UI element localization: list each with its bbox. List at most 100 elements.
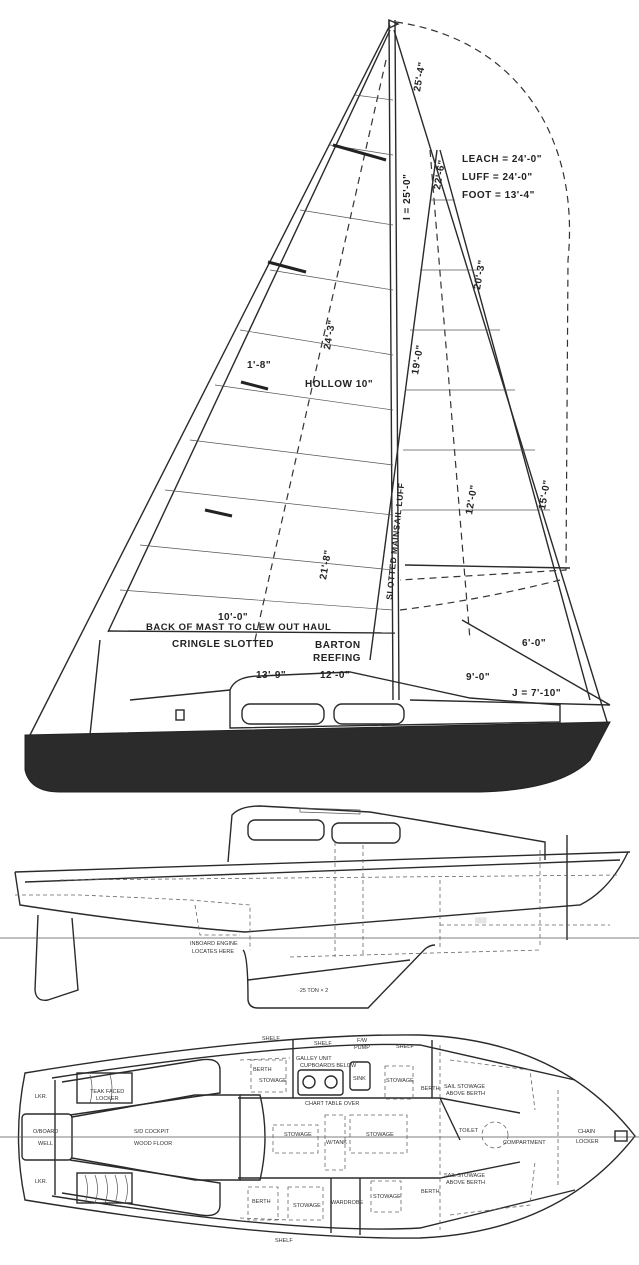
chain-label-2: LOCKER [576, 1139, 599, 1145]
teak-locker-bottom [76, 1172, 133, 1204]
sail-bot-2: ABOVE BERTH [446, 1180, 485, 1186]
berth-label-bl: BERTH [252, 1199, 271, 1205]
pump-label-1: F/W [357, 1038, 368, 1044]
cockpit-seats [54, 1058, 221, 1217]
boom [107, 630, 396, 634]
sink [349, 1061, 371, 1091]
cockpit-floor [71, 1094, 241, 1181]
deck-line [14, 851, 631, 873]
jib-luff [369, 149, 438, 661]
inner-outline [51, 1043, 576, 1230]
burner-1 [302, 1075, 316, 1089]
lkr-bottom: LKR. [35, 1179, 48, 1185]
bilge-keel [242, 944, 436, 1009]
dim-13-9: 13'-9" [256, 670, 286, 681]
dim-10-0: 10'-0" [218, 612, 248, 623]
window-aft [241, 703, 325, 725]
berth-label-tl: BERTH [253, 1067, 272, 1073]
burner-2 [324, 1075, 338, 1089]
sink-label: SINK [353, 1076, 366, 1082]
dim-9-0: 9'-0" [466, 672, 490, 683]
galley-label-2: CUPBOARDS BELOW [300, 1063, 357, 1069]
keel-line [247, 959, 411, 981]
back-of-mast-label: BACK OF MAST TO CLEW OUT HAUL [146, 622, 331, 633]
cabin-sail-plan [229, 671, 561, 729]
dim-24-3: 24'-3" [322, 319, 338, 351]
chain-label-1: CHAIN [578, 1129, 595, 1135]
mast-pennant [388, 18, 400, 30]
sail-top-1: SAIL STOWAGE [444, 1084, 485, 1090]
sail-top-2: ABOVE BERTH [446, 1091, 485, 1097]
sail-bot-1: SAIL STOWAGE [444, 1173, 485, 1179]
cabin-grab [299, 807, 361, 815]
winch [175, 709, 185, 721]
jib-dim [429, 149, 471, 641]
jib-foot [409, 619, 611, 706]
hull-bottom [14, 851, 629, 933]
oboard-label-1: O/BOARD [33, 1129, 58, 1135]
forestay [393, 29, 609, 726]
stowage-label-cl: STOWAGE [284, 1132, 312, 1138]
cockpit-label-2: WOOD FLOOR [134, 1141, 172, 1147]
interior-dashes [15, 842, 621, 958]
berth-label-tr: BERTH [421, 1086, 440, 1092]
compartment-label: COMPARTMENT [503, 1140, 546, 1146]
hull-outline [17, 1034, 636, 1239]
accommodation-plan: LKR. LKR. O/BOARD WELL TEAK FACED LOCKER… [0, 1034, 639, 1244]
wood-grain [84, 1074, 128, 1204]
cockpit-coaming [89, 639, 231, 736]
teak-label-2: LOCKER [96, 1096, 119, 1102]
lkr-top: LKR. [35, 1094, 48, 1100]
chart-table-label: CHART TABLE OVER [305, 1101, 359, 1107]
bridge-deck [240, 1094, 266, 1181]
luff-label: LUFF = 24'-0" [462, 172, 533, 183]
sail-plan: LEACH = 24'-0" LUFF = 24'-0" FOOT = 13'-… [24, 18, 611, 793]
shelf-label-1: SHELF [262, 1036, 280, 1042]
stowage-label-tl: STOWAGE [259, 1078, 287, 1084]
engine-label-1: INBOARD ENGINE [190, 941, 238, 947]
dim-20-3: 20'-3" [472, 259, 488, 291]
genoa-foot [404, 564, 571, 569]
dim-12-0: 12'-0" [320, 670, 350, 681]
hull-sail-plan [24, 721, 611, 793]
sail-panel-lines [119, 94, 550, 611]
leach-label: LEACH = 24'-0" [462, 154, 542, 165]
storage-boxes [239, 1045, 559, 1230]
backstay [29, 24, 391, 736]
teak-locker-top [76, 1072, 133, 1104]
slotted-mainsail-label: SLOTTED MAINSAIL LUFF [384, 482, 406, 600]
shelf-label-2: SHELF [314, 1041, 332, 1047]
hollow-label: HOLLOW 10" [305, 379, 373, 390]
reefing-label: REEFING [313, 653, 361, 664]
wtank-label: W/TANK [326, 1140, 347, 1146]
toilet-bowl [481, 1121, 509, 1149]
profile-window-fwd [331, 822, 401, 844]
keel-weight-label: ·25 TON × 2 [298, 988, 328, 994]
hull-profile: ░░░ INBOARD ENGINE LOCATES HERE ·25 TON … [0, 805, 639, 1009]
wardrobe-label: WARDROBE [331, 1200, 364, 1206]
dim-25-4: 25'-4" [412, 61, 428, 93]
dim-15-0: 15'-0" [537, 479, 553, 511]
rudder [34, 914, 79, 1001]
toilet-label: TOILET [459, 1128, 479, 1134]
foot-label: FOOT = 13'-4" [462, 190, 535, 201]
shelf-label-3: SHELF [396, 1044, 414, 1050]
stowage-label-bl: STOWAGE [293, 1203, 321, 1209]
foot-curve [399, 579, 561, 611]
cabin-top [227, 805, 546, 863]
engine-part-label: ░░░ [475, 917, 487, 924]
pump-label-2: PUMP [354, 1045, 370, 1051]
spinnaker-outline [395, 21, 571, 581]
oboard-label-2: WELL [38, 1141, 53, 1147]
main-roach-dim [254, 59, 387, 641]
stowage-label-tr: STOWAGE [386, 1078, 414, 1084]
dim-22-6: 22'-6" [432, 159, 448, 191]
engine-label-2: LOCATES HERE [192, 949, 234, 955]
mast [388, 19, 400, 701]
dim-1-8: 1'-8" [247, 360, 271, 371]
cringle-label: CRINGLE SLOTTED [172, 639, 274, 650]
dim-6-0: 6'-0" [522, 638, 546, 649]
sheer-line [24, 859, 621, 883]
dim-19-0: 19'-0" [410, 344, 426, 376]
